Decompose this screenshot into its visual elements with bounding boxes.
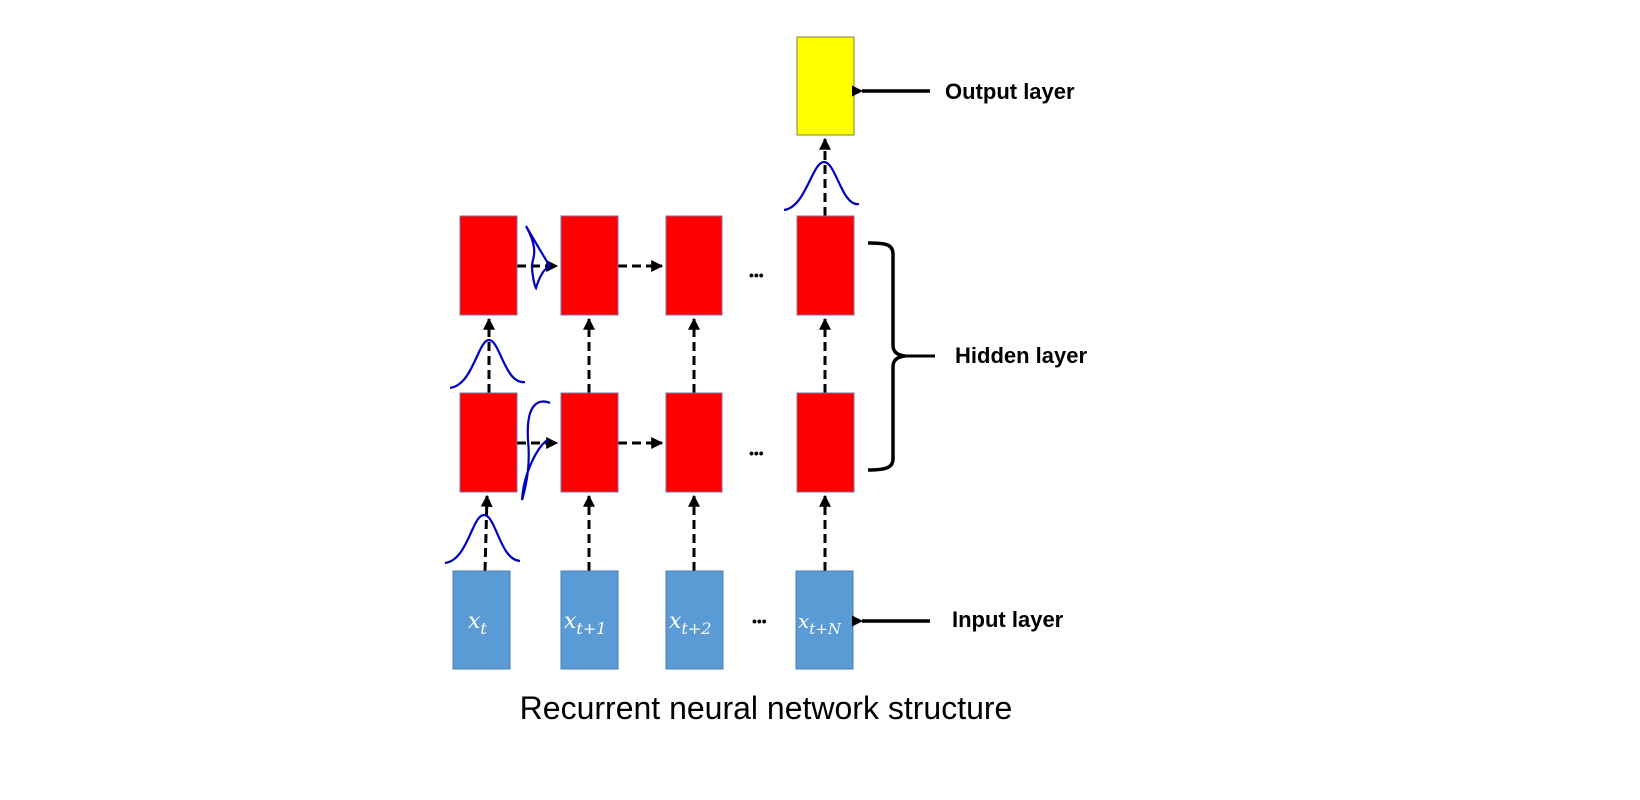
input-node [665, 570, 724, 670]
gaussian-curves [444, 160, 860, 565]
hidden-node [459, 392, 518, 493]
gaussian-icon [444, 513, 521, 565]
hidden-layer-label: Hidden layer [955, 343, 1087, 368]
hidden-node [665, 215, 723, 316]
input-label-0: xt [468, 609, 487, 638]
input-labels: xt xt+1 xt+2 xt+N [468, 609, 842, 638]
input-node [452, 570, 511, 670]
connections [480, 137, 831, 572]
ellipsis-input: ••• [752, 613, 767, 629]
ellipsis-group: ••• ••• ••• [749, 267, 767, 629]
hidden-node [665, 392, 723, 493]
ellipsis-hidden2: ••• [749, 445, 764, 461]
input-label-2: xt+2 [669, 609, 711, 638]
gaussian-icon [520, 400, 551, 501]
input-label-3: xt+N [798, 609, 842, 638]
edge-input-hidden2-0 [480, 494, 493, 572]
hidden-node [560, 215, 619, 316]
input-node [560, 570, 619, 670]
diagram-caption: Recurrent neural network structure [520, 690, 1013, 726]
input-node [795, 570, 854, 670]
hidden-node [459, 215, 518, 316]
hidden-node [560, 392, 619, 493]
input-label-1: xt+1 [564, 609, 606, 638]
hidden-layer-2 [459, 392, 855, 493]
hidden-node [796, 215, 855, 316]
hidden-node [796, 392, 855, 493]
gaussian-icon [525, 225, 551, 291]
input-layer [452, 570, 854, 670]
hidden-brace-icon [867, 241, 906, 472]
input-layer-label: Input layer [952, 607, 1064, 632]
annotations: Output layer Hidden layer Input layer [851, 79, 1087, 632]
gaussian-icon [449, 338, 526, 390]
ellipsis-hidden1: ••• [749, 267, 764, 283]
output-layer-label: Output layer [945, 79, 1075, 104]
hidden-layer-1 [459, 215, 855, 316]
output-layer [796, 36, 855, 136]
gaussian-icon [783, 160, 860, 212]
output-node [796, 36, 855, 136]
